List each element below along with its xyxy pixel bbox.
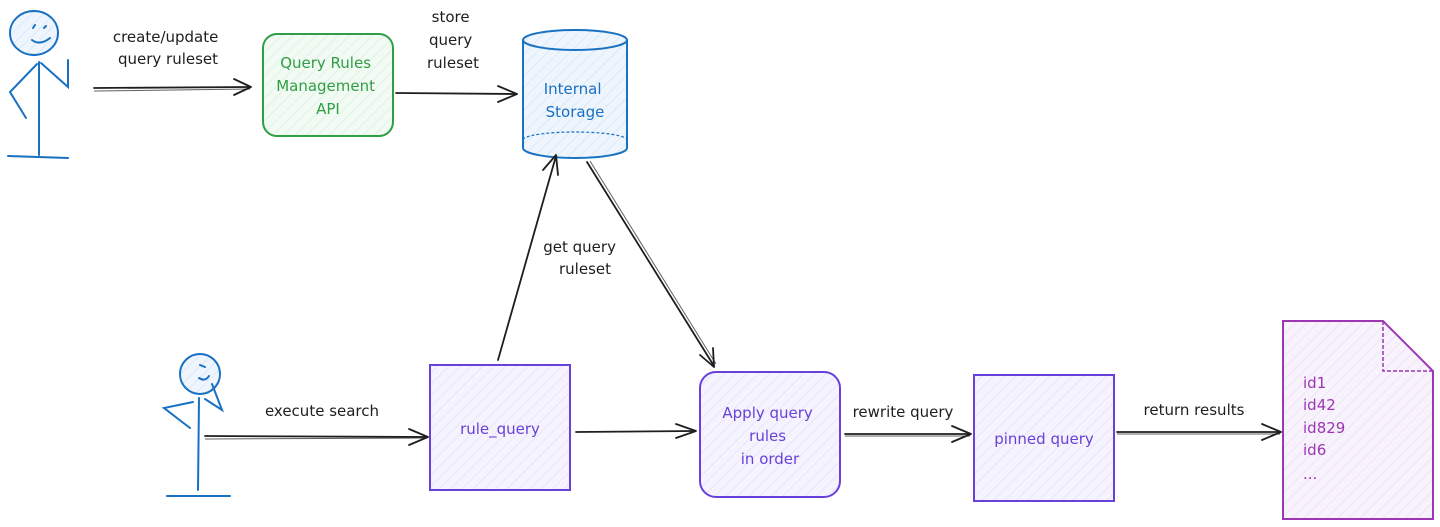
apply-rules-box — [699, 371, 841, 498]
svg-text:Internal Storage: Internal Storage — [544, 80, 607, 121]
svg-text:get query ruleset: get query ruleset — [543, 238, 620, 278]
svg-text:id1 id42 id829: id1 id42 id829 id6 ... — [1303, 374, 1350, 483]
searcher-right-arm — [204, 383, 225, 413]
searcher-left-arm — [161, 401, 194, 429]
rule-query-node: rule_query — [429, 364, 571, 491]
edge-rewrite-query: rewrite query — [844, 403, 972, 443]
result-item: id829 — [1303, 419, 1345, 437]
result-item: ... — [1303, 465, 1317, 483]
storage-top — [522, 29, 628, 51]
svg-text:rewrite query: rewrite query — [853, 403, 954, 421]
api-label-line-3: API — [316, 100, 340, 118]
pinned-query-box — [973, 374, 1115, 502]
searcher-body — [197, 397, 200, 491]
edge-return-label: return results — [1144, 401, 1245, 419]
svg-text:return results: return results — [1144, 401, 1245, 419]
pinned-query-label: pinned query — [994, 430, 1094, 448]
edge-store-label-3: ruleset — [427, 54, 479, 72]
edge-rewrite-label: rewrite query — [853, 403, 954, 421]
storage-label-line-2: Storage — [546, 103, 605, 121]
arrowhead-icon — [699, 347, 715, 368]
pinned-query-node: pinned query — [973, 374, 1115, 502]
svg-text:store query rulese: store query ruleset — [427, 8, 479, 72]
searcher-face-icon — [198, 364, 210, 381]
edge-return-results: return results — [1116, 401, 1282, 441]
svg-text:Apply query rules: Apply query rules in order — [722, 404, 817, 468]
svg-text:Query Rules Management: Query Rules Management API — [276, 54, 380, 118]
api-box — [262, 33, 394, 137]
arrowhead-icon — [951, 425, 972, 443]
edge-create-update: create/update query ruleset — [93, 28, 252, 96]
storage-cylinder — [522, 40, 628, 159]
edge-storage-to-apply — [586, 160, 717, 368]
admin-right-arm — [40, 59, 69, 90]
arrowhead-icon — [542, 154, 559, 176]
edge-get-label-2: ruleset — [559, 260, 611, 278]
results-fold-icon — [1382, 321, 1433, 372]
storage-label-line-1: Internal — [544, 80, 602, 98]
admin-face-icon — [31, 24, 51, 44]
admin-head-icon — [9, 10, 59, 56]
arrowhead-icon — [497, 85, 518, 103]
edge-create-label-2: query ruleset — [118, 50, 218, 68]
svg-text:rule_query: rule_query — [460, 420, 540, 439]
arrowhead-icon — [675, 423, 697, 439]
edge-store-label-2: query — [429, 31, 472, 49]
arrowhead-icon — [408, 428, 429, 446]
searcher-actor — [161, 353, 231, 497]
edge-rule-query-to-apply — [575, 423, 697, 439]
result-item: id1 — [1303, 374, 1326, 392]
svg-text:create/update query rule: create/update query ruleset — [113, 28, 223, 68]
edge-get-ruleset: get query ruleset — [497, 154, 620, 361]
apply-label-line-3: in order — [741, 450, 800, 468]
edge-create-label-1: create/update — [113, 28, 219, 46]
api-label-line-1: Query Rules — [280, 54, 371, 72]
storage-node: Internal Storage — [522, 29, 628, 159]
rule-query-label: rule_query — [460, 420, 540, 439]
apply-rules-node: Apply query rules in order — [699, 371, 841, 498]
edge-execute-label: execute search — [265, 402, 379, 420]
edge-execute-search: execute search — [204, 402, 429, 446]
svg-text:execute search: execute search — [265, 402, 379, 420]
admin-actor — [7, 10, 69, 159]
result-item: id42 — [1303, 396, 1336, 414]
apply-label-line-2: rules — [749, 427, 786, 445]
arrowhead-icon — [233, 78, 252, 96]
results-document: id1 id42 id829 id6 ... — [1282, 320, 1434, 520]
api-label-line-2: Management — [276, 77, 375, 95]
searcher-head-icon — [179, 353, 221, 395]
result-item: id6 — [1303, 441, 1326, 459]
edge-get-label-1: get query — [543, 238, 616, 256]
admin-left-arm — [8, 63, 38, 119]
rule-query-box — [429, 364, 571, 491]
arrowhead-icon — [1261, 423, 1282, 441]
api-node: Query Rules Management API — [262, 33, 394, 137]
apply-label-line-1: Apply query — [722, 404, 813, 422]
svg-text:pinned query: pinned query — [994, 430, 1094, 448]
edge-store-label-1: store — [432, 8, 470, 26]
admin-feet — [7, 155, 69, 159]
edge-store: store query ruleset — [395, 8, 518, 103]
